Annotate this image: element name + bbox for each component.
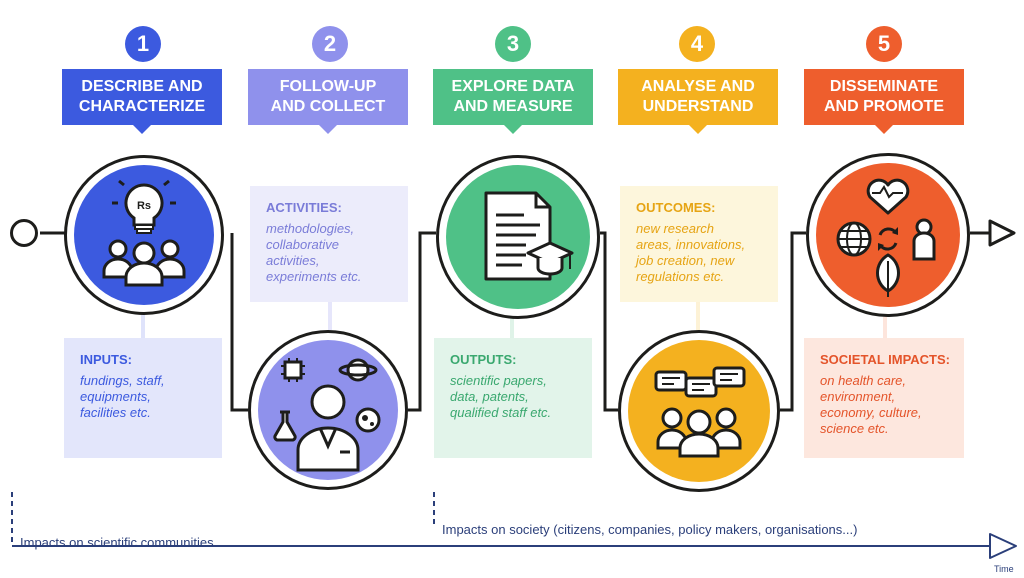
societal-impacts-box: SOCIETAL IMPACTS: on health care, enviro…	[804, 338, 964, 458]
people-discussing-icon	[628, 340, 770, 482]
start-node-icon	[10, 219, 38, 247]
step-5-node	[806, 153, 970, 317]
step-4-title: ANALYSE AND UNDERSTAND	[618, 69, 778, 134]
outcomes-label: OUTCOMES:	[636, 200, 716, 215]
step-3-number: 3	[495, 26, 531, 62]
bulb-label: Rs	[137, 200, 151, 212]
outcomes-box: OUTCOMES: new research areas, innovation…	[620, 186, 778, 302]
time-label: Time	[994, 564, 1014, 574]
inputs-label: INPUTS:	[80, 352, 132, 367]
timeline-axis	[11, 492, 1017, 559]
societal-impacts-body: on health care, environment, economy, cu…	[820, 373, 922, 436]
outcomes-body: new research areas, innovations, job cre…	[636, 221, 746, 284]
step-5-number: 5	[866, 26, 902, 62]
outputs-body: scientific papers, data, patents, qualif…	[450, 373, 552, 420]
step-2-title: FOLLOW-UP AND COLLECT	[248, 69, 408, 134]
societal-impacts-label: SOCIETAL IMPACTS:	[820, 352, 950, 367]
societal-impacts-timeline-label: Impacts on society (citizens, companies,…	[442, 522, 858, 537]
activities-body: methodologies, collaborative activities,…	[266, 221, 362, 284]
society-impacts-icon	[816, 163, 960, 307]
outputs-box: OUTPUTS: scientific papers, data, patent…	[434, 338, 592, 458]
step-2-node	[248, 330, 408, 490]
step-1-number: 1	[125, 26, 161, 62]
step-1-node: Rs	[64, 155, 224, 315]
step-4-number: 4	[679, 26, 715, 62]
step-5-title: DISSEMINATE AND PROMOTE	[804, 69, 964, 134]
step-3-node	[436, 155, 600, 319]
step-4-node	[618, 330, 780, 492]
scientific-impacts-label: Impacts on scientific communities	[20, 535, 214, 550]
inputs-box: INPUTS: fundings, staff, equipments, fac…	[64, 338, 222, 458]
researchers-with-lightbulb-icon: Rs	[74, 165, 214, 305]
outputs-label: OUTPUTS:	[450, 352, 517, 367]
end-arrow-icon	[988, 219, 1016, 247]
scientist-with-lab-items-icon	[258, 340, 398, 480]
step-1-title: DESCRIBE AND CHARACTERIZE	[62, 69, 222, 134]
document-with-graduation-cap-icon	[446, 165, 590, 309]
activities-label: ACTIVITIES:	[266, 200, 342, 215]
inputs-body: fundings, staff, equipments, facilities …	[80, 373, 165, 420]
activities-box: ACTIVITIES: methodologies, collaborative…	[250, 186, 408, 302]
step-3-title: EXPLORE DATA AND MEASURE	[433, 69, 593, 134]
step-2-number: 2	[312, 26, 348, 62]
